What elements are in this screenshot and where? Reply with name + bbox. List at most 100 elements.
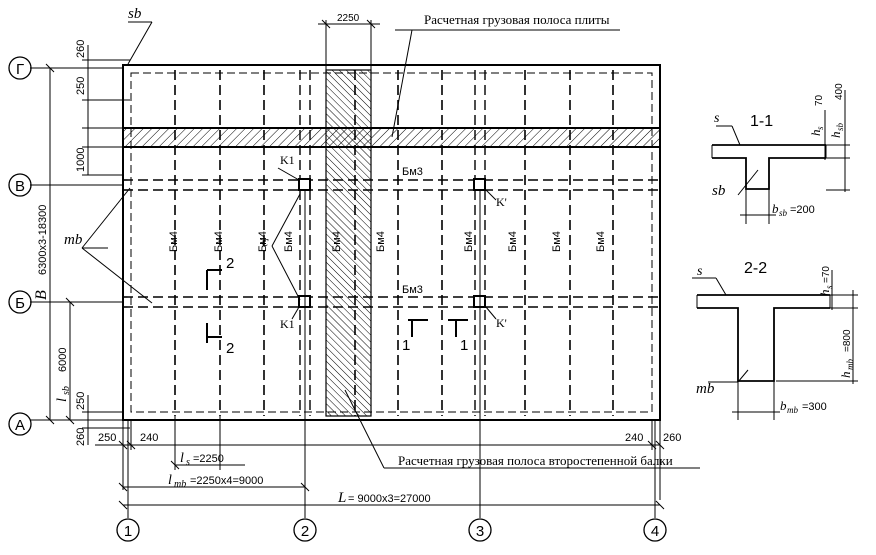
dim-left-260-top: 260 bbox=[75, 40, 87, 58]
section-1-1-sb: sb bbox=[712, 183, 726, 199]
label-K1-bottom: K1 bbox=[280, 317, 295, 331]
dim-L: L bbox=[337, 490, 346, 506]
dim-ls-sub: s bbox=[186, 457, 190, 468]
dim-ls: l bbox=[180, 451, 184, 466]
label-sb: sb bbox=[128, 6, 142, 22]
dim-left-lsb: l bbox=[55, 398, 70, 402]
axis-label-1: 1 bbox=[124, 523, 132, 540]
dim-lmb-sub: mb bbox=[174, 479, 186, 490]
section-1-1-title: 1-1 bbox=[750, 113, 773, 130]
bottom-dimensions bbox=[95, 416, 665, 510]
section-1-1 bbox=[711, 90, 850, 224]
label-c: c bbox=[262, 234, 269, 250]
section-2-2-hs-sub: s bbox=[824, 285, 834, 289]
axis-label-4: 4 bbox=[651, 523, 659, 540]
section-2-2-hs-val: =70 bbox=[821, 266, 832, 283]
cut1-right-label: 1 bbox=[460, 337, 468, 354]
label-Bm4-1: Бм4 bbox=[168, 231, 180, 252]
section-1-1-bsb-sub: sb bbox=[779, 208, 788, 218]
section-1-1-hsb-sub: sb bbox=[835, 122, 845, 131]
section-2-2-hmb-val: =800 bbox=[842, 329, 853, 352]
dim-ls-val: =2250 bbox=[193, 453, 224, 465]
label-K-top-right: K' bbox=[496, 195, 507, 209]
dim-left-260-bottom: 260 bbox=[75, 428, 87, 446]
axis-label-A: А bbox=[15, 417, 25, 434]
label-Bm3-top: Бм3 bbox=[402, 166, 423, 178]
beam-load-band bbox=[325, 69, 372, 417]
section-2-2-bmb-val: =300 bbox=[802, 401, 827, 413]
label-Bm4-9: Бм4 bbox=[551, 231, 563, 252]
section-1-1-400: 400 bbox=[834, 83, 845, 100]
section-2-2-hmb-sub: mb bbox=[845, 359, 855, 370]
dim-left-lsb-sub: sb bbox=[61, 386, 72, 395]
letter-axes: Г В Б А bbox=[8, 56, 123, 436]
cut-1-markers bbox=[408, 319, 468, 337]
axis-label-V: В bbox=[15, 178, 25, 195]
dim-left-250-bottom: 250 bbox=[75, 392, 87, 410]
label-Bm4-7: Бм4 bbox=[463, 231, 475, 252]
axis-label-2: 2 bbox=[301, 523, 309, 540]
label-Bm4-2: Бм4 bbox=[213, 231, 225, 252]
slab-outline bbox=[122, 64, 661, 421]
section-1-1-bsb: b bbox=[772, 201, 779, 216]
label-Bm4-8: Бм4 bbox=[507, 231, 519, 252]
label-beam-band: Расчетная грузовая полоса второстепенной… bbox=[398, 453, 673, 468]
dim-left-6000: 6000 bbox=[57, 348, 69, 372]
section-1-1-hs: h bbox=[808, 130, 823, 137]
dim-left-B: B bbox=[33, 290, 50, 300]
label-mb: mb bbox=[64, 232, 83, 248]
axis-label-3: 3 bbox=[476, 523, 484, 540]
section-2-2-hmb: h bbox=[838, 372, 853, 379]
cut1-left-label: 1 bbox=[402, 337, 410, 354]
dim-left-1000: 1000 bbox=[75, 148, 87, 172]
dim-bot-250-left: 250 bbox=[98, 432, 116, 444]
axis-marker-4 bbox=[643, 518, 667, 542]
axis-label-G: Г bbox=[16, 61, 24, 78]
label-Bm4-5: Бм4 bbox=[331, 231, 343, 252]
slab-load-band bbox=[122, 127, 661, 148]
dim-left-total: 6300х3-18300 bbox=[37, 205, 49, 275]
label-Bm4-3: Бм4 bbox=[257, 231, 269, 252]
cut2-bottom-label: 2 bbox=[226, 340, 234, 357]
dim-bot-240-left: 240 bbox=[140, 432, 158, 444]
label-Bm4-4: Бм4 bbox=[283, 231, 295, 252]
axis-marker-A bbox=[8, 412, 32, 436]
number-axes: 1 2 3 4 bbox=[116, 190, 667, 542]
section-2-2-bmb: b bbox=[780, 398, 787, 413]
secondary-beams bbox=[174, 70, 614, 416]
section-2-2-bmb-sub: mb bbox=[787, 405, 798, 415]
label-K1-top: K1 bbox=[280, 153, 295, 167]
section-2-2-title: 2-2 bbox=[744, 260, 767, 277]
left-dimensions bbox=[45, 45, 130, 445]
label-Bm3-bottom: Бм3 bbox=[402, 284, 423, 296]
section-1-1-70: 70 bbox=[814, 94, 825, 106]
dim-top-2250: 2250 bbox=[337, 13, 360, 24]
label-slab-band: Расчетная грузовая полоса плиты bbox=[424, 12, 610, 27]
main-beams bbox=[123, 179, 660, 308]
section-1-1-s: s bbox=[714, 111, 720, 126]
dim-L-val: = 9000х3=27000 bbox=[348, 493, 431, 505]
section-1-1-hs-sub: s bbox=[815, 126, 825, 130]
dim-left-250-top: 250 bbox=[75, 77, 87, 95]
dim-bot-240-right: 240 bbox=[625, 432, 643, 444]
axis-marker-3 bbox=[468, 518, 492, 542]
section-2-2-mb: mb bbox=[696, 381, 715, 397]
axis-marker-B bbox=[8, 290, 32, 314]
section-1-1-bsb-val: =200 bbox=[790, 204, 815, 216]
label-Bm4-6: Бм4 bbox=[375, 231, 387, 252]
axis-marker-1 bbox=[116, 518, 140, 542]
axis-label-B: Б bbox=[15, 295, 25, 312]
section-1-1-hsb: h bbox=[828, 132, 843, 139]
cut-2-markers bbox=[206, 269, 222, 343]
axis-marker-V bbox=[8, 173, 32, 197]
cut2-top-label: 2 bbox=[226, 255, 234, 272]
section-2-2-s: s bbox=[697, 264, 703, 279]
section-2-2-hs: h bbox=[817, 290, 832, 297]
dim-lmb: l bbox=[168, 473, 172, 488]
label-Bm4-10: Бм4 bbox=[595, 231, 607, 252]
label-K-bottom-right: K' bbox=[496, 316, 507, 330]
dim-lmb-val: =2250х4=9000 bbox=[190, 475, 263, 487]
axis-marker-G bbox=[8, 56, 32, 80]
